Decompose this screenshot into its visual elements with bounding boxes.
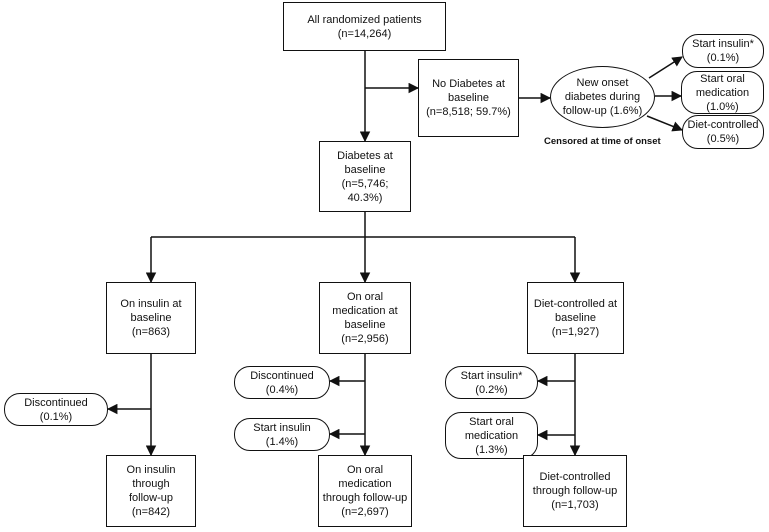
onset-start-insulin-label: Start insulin* (0.1%)	[692, 38, 754, 64]
oral-discontinued-label: Discontinued (0.4%)	[250, 369, 314, 396]
connector-onset-to-insulin	[648, 56, 683, 79]
onset-start-oral-pill: Start oral medication (1.0%)	[681, 71, 764, 114]
diet-through-label: Diet-controlled through follow-up (n=1,7…	[532, 471, 618, 511]
on-oral-baseline-label: On oral medication at baseline (n=2,956)	[332, 291, 398, 345]
oral-start-insulin-label: Start insulin (1.4%)	[253, 421, 311, 448]
insulin-through-box: On insulin through follow-up (n=842)	[106, 455, 196, 527]
no-diabetes-box: No Diabetes at baseline (n=8,518; 59.7%)	[418, 59, 519, 137]
on-insulin-baseline-label: On insulin at baseline (n=863)	[120, 298, 182, 338]
diabetes-baseline-label: Diabetes at baseline (n=5,746; 40.3%)	[337, 149, 393, 204]
diet-start-oral-pill: Start oral medication (1.3%)	[445, 412, 538, 459]
connector-onset-to-diet	[646, 115, 683, 132]
on-insulin-baseline-box: On insulin at baseline (n=863)	[106, 282, 196, 354]
diet-through-box: Diet-controlled through follow-up (n=1,7…	[523, 455, 627, 527]
no-diabetes-label: No Diabetes at baseline (n=8,518; 59.7%)	[426, 78, 511, 118]
insulin-discontinued-label: Discontinued (0.1%)	[24, 396, 88, 423]
diet-start-oral-label: Start oral medication (1.3%)	[464, 415, 519, 456]
onset-start-insulin-pill: Start insulin* (0.1%)	[682, 34, 764, 68]
onset-diet-label: Diet-controlled (0.5%)	[687, 119, 759, 145]
censored-note: Censored at time of onset	[544, 136, 661, 147]
all-randomized-box: All randomized patients (n=14,264)	[283, 2, 446, 51]
on-oral-baseline-box: On oral medication at baseline (n=2,956)	[319, 282, 411, 354]
new-onset-label: New onset diabetes during follow-up (1.6…	[562, 77, 643, 117]
diabetes-baseline-box: Diabetes at baseline (n=5,746; 40.3%)	[319, 141, 411, 212]
all-randomized-label: All randomized patients (n=14,264)	[307, 13, 422, 40]
onset-diet-pill: Diet-controlled (0.5%)	[682, 115, 764, 149]
oral-start-insulin-pill: Start insulin (1.4%)	[234, 418, 330, 451]
insulin-through-label: On insulin through follow-up (n=842)	[126, 464, 176, 518]
diet-baseline-label: Diet-controlled at baseline (n=1,927)	[533, 298, 618, 338]
diet-baseline-box: Diet-controlled at baseline (n=1,927)	[527, 282, 624, 354]
insulin-discontinued-pill: Discontinued (0.1%)	[4, 393, 108, 426]
oral-through-label: On oral medication through follow-up (n=…	[322, 464, 408, 518]
oral-discontinued-pill: Discontinued (0.4%)	[234, 366, 330, 399]
diet-start-insulin-pill: Start insulin* (0.2%)	[445, 366, 538, 399]
oral-through-box: On oral medication through follow-up (n=…	[318, 455, 412, 527]
diet-start-insulin-label: Start insulin* (0.2%)	[460, 369, 523, 396]
onset-start-oral-label: Start oral medication (1.0%)	[695, 72, 750, 113]
new-onset-ellipse: New onset diabetes during follow-up (1.6…	[550, 66, 655, 128]
